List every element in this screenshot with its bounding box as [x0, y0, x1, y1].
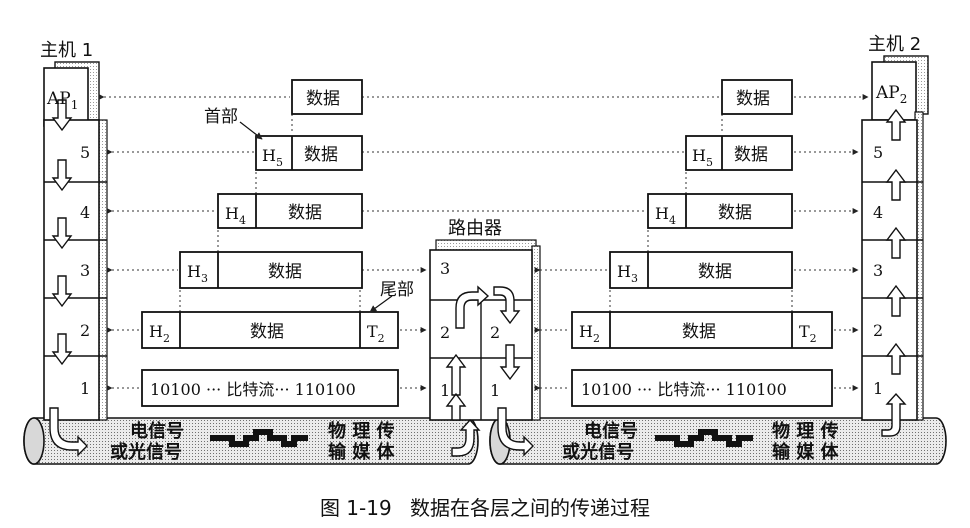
right-t2: T2 [799, 322, 817, 345]
right-signal-line2: 或光信号 [562, 441, 634, 463]
host1-stack [43, 61, 108, 457]
right-l3-pdu-data: 数据 [698, 262, 732, 282]
right-pdus [571, 79, 833, 407]
left-l4-pdu-data: 数据 [288, 203, 322, 223]
trailer-annotation: 尾部 [380, 280, 414, 300]
right-h2: H2 [579, 322, 600, 345]
right-medium-line1: 物 理 传 [772, 420, 839, 442]
host1-layer-4: 4 [80, 203, 90, 222]
right-h3: H3 [617, 262, 638, 285]
left-physical-medium [23, 417, 479, 465]
left-t2: T2 [367, 322, 385, 345]
host2-stack [861, 55, 929, 437]
left-signal-line2: 或光信号 [110, 441, 182, 463]
flow-lines [98, 94, 869, 391]
router-title: 路由器 [448, 218, 502, 239]
left-bitstream: 10100 ··· 比特流··· 110100 [150, 380, 356, 399]
left-h2: H2 [149, 322, 170, 345]
host2-layer-1: 1 [873, 379, 883, 398]
host1-layer-1: 1 [80, 379, 90, 398]
left-pdus [141, 79, 399, 407]
right-signal-line1: 电信号 [584, 420, 638, 442]
header-annotation: 首部 [204, 107, 238, 127]
right-medium-line2: 输 媒 体 [772, 441, 840, 463]
left-medium-line1: 物 理 传 [328, 420, 395, 442]
router-right-layer-2: 2 [490, 323, 500, 342]
router-layer-3: 3 [440, 259, 450, 278]
left-l2-pdu-data: 数据 [250, 322, 284, 342]
host1-title: 主机 1 [40, 40, 93, 61]
figure-caption: 图 1-19 数据在各层之间的传递过程 [0, 492, 970, 521]
right-h4: H4 [655, 204, 676, 227]
host2-ap-label: AP2 [875, 83, 907, 106]
right-l5-pdu-data: 数据 [734, 145, 768, 165]
figure-title: 数据在各层之间的传递过程 [410, 496, 651, 520]
router-left-layer-2: 2 [440, 323, 450, 342]
host1-layer-5: 5 [80, 143, 90, 162]
left-h3: H3 [187, 262, 208, 285]
right-l4-pdu-data: 数据 [718, 203, 752, 223]
router-right-layer-1: 1 [490, 381, 500, 400]
host1-ap-label: AP1 [46, 89, 78, 112]
right-physical-medium [489, 417, 947, 465]
host2-layer-5: 5 [873, 143, 883, 162]
left-medium-line2: 输 媒 体 [328, 441, 396, 463]
router-left-layer-1: 1 [440, 381, 450, 400]
host2-layer-3: 3 [873, 261, 883, 280]
right-bitstream: 10100 ··· 比特流··· 110100 [581, 380, 787, 399]
figure-number: 图 1-19 [319, 496, 392, 520]
right-l5-data: 数据 [736, 89, 770, 109]
left-signal-line1: 电信号 [130, 420, 184, 442]
host1-layer-3: 3 [80, 261, 90, 280]
router-stack [429, 239, 541, 457]
host2-title: 主机 2 [868, 34, 921, 55]
host2-layer-2: 2 [873, 321, 883, 340]
right-l2-pdu-data: 数据 [682, 322, 716, 342]
right-h5: H5 [692, 146, 713, 169]
annotation-pointers [239, 121, 393, 313]
left-l3-pdu-data: 数据 [268, 262, 302, 282]
left-l5-data: 数据 [306, 89, 340, 109]
left-h5: H5 [262, 146, 283, 169]
left-h4: H4 [225, 204, 246, 227]
host2-layer-4: 4 [873, 203, 883, 222]
host1-layer-2: 2 [80, 321, 90, 340]
left-l5-pdu-data: 数据 [304, 145, 338, 165]
